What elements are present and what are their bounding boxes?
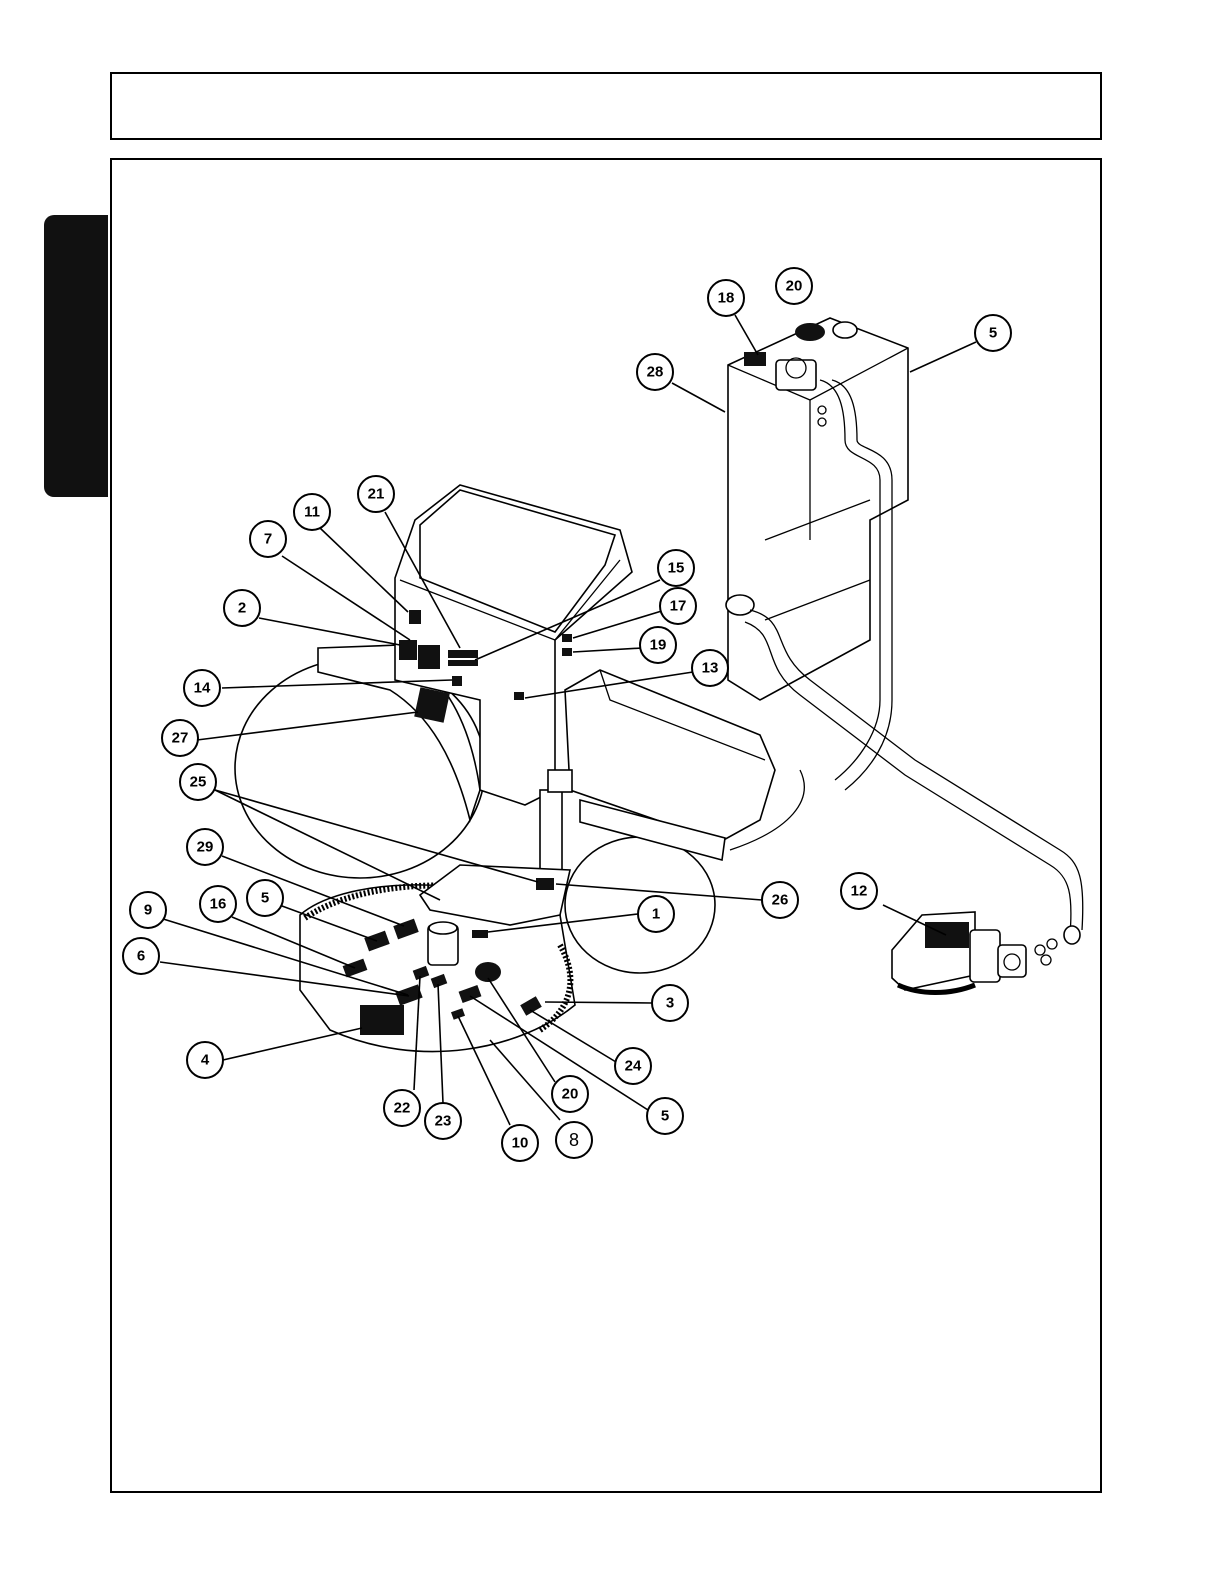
svg-text:29: 29 [197, 839, 214, 856]
callout-27: 27 [162, 720, 198, 756]
callout-2: 2 [224, 590, 260, 626]
callout-18: 18 [708, 280, 744, 316]
callout-23: 23 [425, 1103, 461, 1139]
callout-14: 14 [184, 670, 220, 706]
callout-26: 26 [762, 882, 798, 918]
svg-text:26: 26 [772, 892, 789, 909]
svg-text:16: 16 [210, 896, 227, 913]
tank-decal-round [795, 323, 825, 341]
svg-text:17: 17 [670, 598, 687, 615]
motor-decal [925, 922, 969, 948]
svg-text:11: 11 [304, 504, 320, 521]
callout-4: 4 [187, 1042, 223, 1078]
callout-19: 19 [640, 627, 676, 663]
hydraulic-motor [892, 912, 1080, 993]
callout-13: 13 [692, 650, 728, 686]
svg-text:15: 15 [668, 560, 685, 577]
callout-29: 29 [187, 829, 223, 865]
svg-text:13: 13 [702, 660, 719, 677]
svg-text:24: 24 [625, 1058, 642, 1075]
hydraulic-tank [728, 318, 908, 790]
svg-text:3: 3 [666, 995, 674, 1012]
deck-side-decal [360, 1005, 404, 1035]
callout-25: 25 [180, 764, 216, 800]
callout-1: 1 [638, 896, 674, 932]
svg-text:19: 19 [650, 637, 667, 654]
callout-16: 16 [200, 886, 236, 922]
svg-text:1: 1 [652, 906, 660, 923]
svg-text:14: 14 [194, 680, 211, 697]
callout-10: 10 [502, 1125, 538, 1161]
callout-3: 3 [652, 985, 688, 1021]
callout-21: 21 [358, 476, 394, 512]
svg-text:5: 5 [661, 1108, 669, 1125]
svg-text:4: 4 [201, 1052, 210, 1069]
svg-text:8: 8 [569, 1130, 579, 1150]
callout-7: 7 [250, 521, 286, 557]
svg-text:23: 23 [435, 1113, 452, 1130]
svg-text:18: 18 [718, 290, 735, 307]
callout-17: 17 [660, 588, 696, 624]
callout-12: 12 [841, 873, 877, 909]
callout-28: 28 [637, 354, 673, 390]
svg-text:9: 9 [144, 902, 152, 919]
svg-text:22: 22 [394, 1100, 411, 1117]
callout-11: 11 [294, 494, 330, 530]
callout-5-tank: 5 [975, 315, 1011, 351]
callout-15: 15 [658, 550, 694, 586]
svg-text:28: 28 [647, 364, 664, 381]
callout-24: 24 [615, 1048, 651, 1084]
callout-9: 9 [130, 892, 166, 928]
svg-text:7: 7 [264, 531, 272, 548]
svg-text:5: 5 [989, 325, 997, 342]
svg-text:6: 6 [137, 948, 145, 965]
svg-text:20: 20 [786, 278, 803, 295]
callout-22: 22 [384, 1090, 420, 1126]
svg-text:20: 20 [562, 1086, 579, 1103]
svg-text:21: 21 [368, 486, 385, 503]
svg-text:25: 25 [190, 774, 207, 791]
callout-5-deck-bottom: 5 [647, 1098, 683, 1134]
callout-20-deck: 20 [552, 1076, 588, 1112]
svg-text:12: 12 [851, 883, 868, 900]
callout-20-tank: 20 [776, 268, 812, 304]
callout-5-deck-top: 5 [247, 880, 283, 916]
tank-decal [744, 352, 766, 366]
svg-text:27: 27 [172, 730, 189, 747]
svg-text:2: 2 [238, 600, 246, 617]
callout-8: 8 [556, 1122, 592, 1158]
callout-6: 6 [123, 938, 159, 974]
rotary-head [300, 865, 575, 1052]
svg-text:10: 10 [512, 1135, 529, 1152]
svg-text:5: 5 [261, 890, 269, 907]
